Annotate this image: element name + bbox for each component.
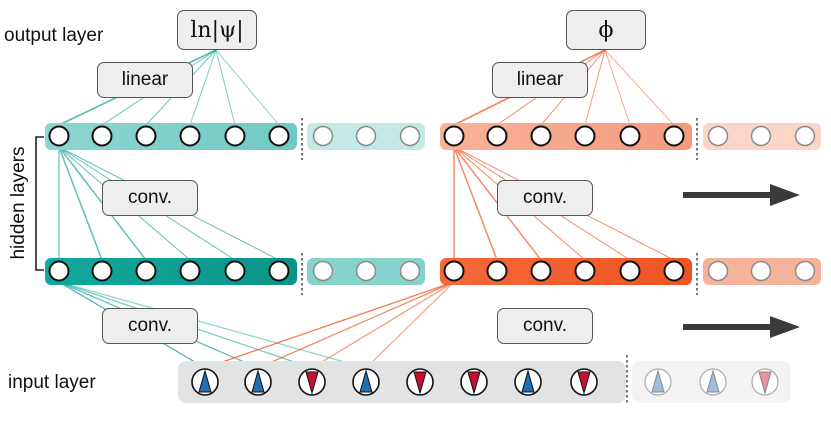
neuron bbox=[486, 260, 508, 282]
neuron bbox=[707, 260, 729, 282]
spin-up-arrow-icon bbox=[198, 369, 212, 393]
connection-line bbox=[204, 281, 455, 369]
conv-box-right-lower: conv. bbox=[497, 308, 593, 344]
neuron bbox=[486, 125, 508, 147]
linear-box-right: linear bbox=[492, 62, 588, 98]
connection-line bbox=[365, 281, 455, 369]
neuron bbox=[530, 125, 552, 147]
neuron bbox=[268, 125, 290, 147]
spin-up-arrow-icon bbox=[359, 369, 373, 393]
neuron bbox=[794, 260, 816, 282]
neuron bbox=[312, 125, 334, 147]
neuron bbox=[443, 125, 465, 147]
neuron bbox=[224, 260, 246, 282]
neuron bbox=[399, 260, 421, 282]
connection-line bbox=[604, 49, 675, 126]
neuron bbox=[530, 260, 552, 282]
spin-up-arrow-icon bbox=[706, 369, 720, 393]
connection-line bbox=[215, 49, 280, 126]
neuron bbox=[750, 125, 772, 147]
connection-line bbox=[58, 146, 103, 261]
neuron bbox=[268, 260, 290, 282]
ln-psi-output-box: ln|ψ| bbox=[177, 10, 257, 50]
neuron bbox=[48, 125, 70, 147]
connection-line bbox=[453, 146, 498, 261]
neuron bbox=[179, 125, 201, 147]
hidden-strip-teal-bottom bbox=[45, 258, 297, 285]
neuron bbox=[135, 260, 157, 282]
input-spins bbox=[191, 368, 779, 396]
neuron bbox=[619, 260, 641, 282]
connection-line bbox=[604, 49, 631, 126]
neuron bbox=[663, 125, 685, 147]
neurons bbox=[48, 125, 816, 282]
connection-line bbox=[311, 281, 455, 369]
conv-box-left-upper: conv. bbox=[102, 180, 198, 216]
conv-box-left-lower: conv. bbox=[102, 308, 198, 344]
neuron bbox=[355, 125, 377, 147]
neuron bbox=[619, 125, 641, 147]
hidden-layers-label: hidden layers bbox=[8, 146, 29, 260]
spin-down-arrow-icon bbox=[305, 371, 319, 395]
spin-site bbox=[751, 368, 779, 396]
neuron bbox=[574, 260, 596, 282]
connection-line bbox=[58, 281, 367, 369]
neuron bbox=[750, 260, 772, 282]
neuron bbox=[355, 260, 377, 282]
hidden-strip-teal-top bbox=[45, 123, 297, 150]
conv-box-right-upper: conv. bbox=[497, 180, 593, 216]
connection-line bbox=[257, 281, 455, 369]
neuron bbox=[312, 260, 334, 282]
spin-down-arrow-icon bbox=[577, 371, 591, 395]
neuron bbox=[707, 125, 729, 147]
hidden-strip-orange-top bbox=[440, 123, 692, 150]
neuron bbox=[91, 125, 113, 147]
neuron bbox=[91, 260, 113, 282]
hidden-strip-orange-bottom bbox=[440, 258, 692, 285]
neuron bbox=[574, 125, 596, 147]
connection-line bbox=[189, 49, 217, 126]
neuron bbox=[794, 125, 816, 147]
arrow-right-icon bbox=[683, 316, 800, 338]
neuron bbox=[443, 260, 465, 282]
neuron bbox=[135, 125, 157, 147]
linear-box-left: linear bbox=[97, 62, 193, 98]
connection-line bbox=[215, 49, 236, 126]
spin-up-arrow-icon bbox=[651, 369, 665, 393]
spin-down-arrow-icon bbox=[467, 371, 481, 395]
arrow-right-icon bbox=[683, 184, 800, 206]
neuron bbox=[399, 125, 421, 147]
spin-down-arrow-icon bbox=[758, 371, 772, 395]
spin-up-arrow-icon bbox=[521, 369, 535, 393]
neuron bbox=[179, 260, 201, 282]
input-strip bbox=[178, 361, 626, 403]
spin-up-arrow-icon bbox=[251, 369, 265, 393]
output-layer-label: output layer bbox=[4, 25, 104, 46]
hidden-layers-bracket bbox=[35, 136, 44, 271]
spin-site bbox=[644, 368, 672, 396]
spin-site bbox=[699, 368, 727, 396]
neuron bbox=[663, 260, 685, 282]
connection-line bbox=[584, 49, 606, 126]
phi-output-box: ϕ bbox=[566, 10, 646, 50]
neuron bbox=[48, 260, 70, 282]
neuron bbox=[224, 125, 246, 147]
input-layer-label: input layer bbox=[8, 372, 96, 393]
spin-down-arrow-icon bbox=[413, 371, 427, 395]
